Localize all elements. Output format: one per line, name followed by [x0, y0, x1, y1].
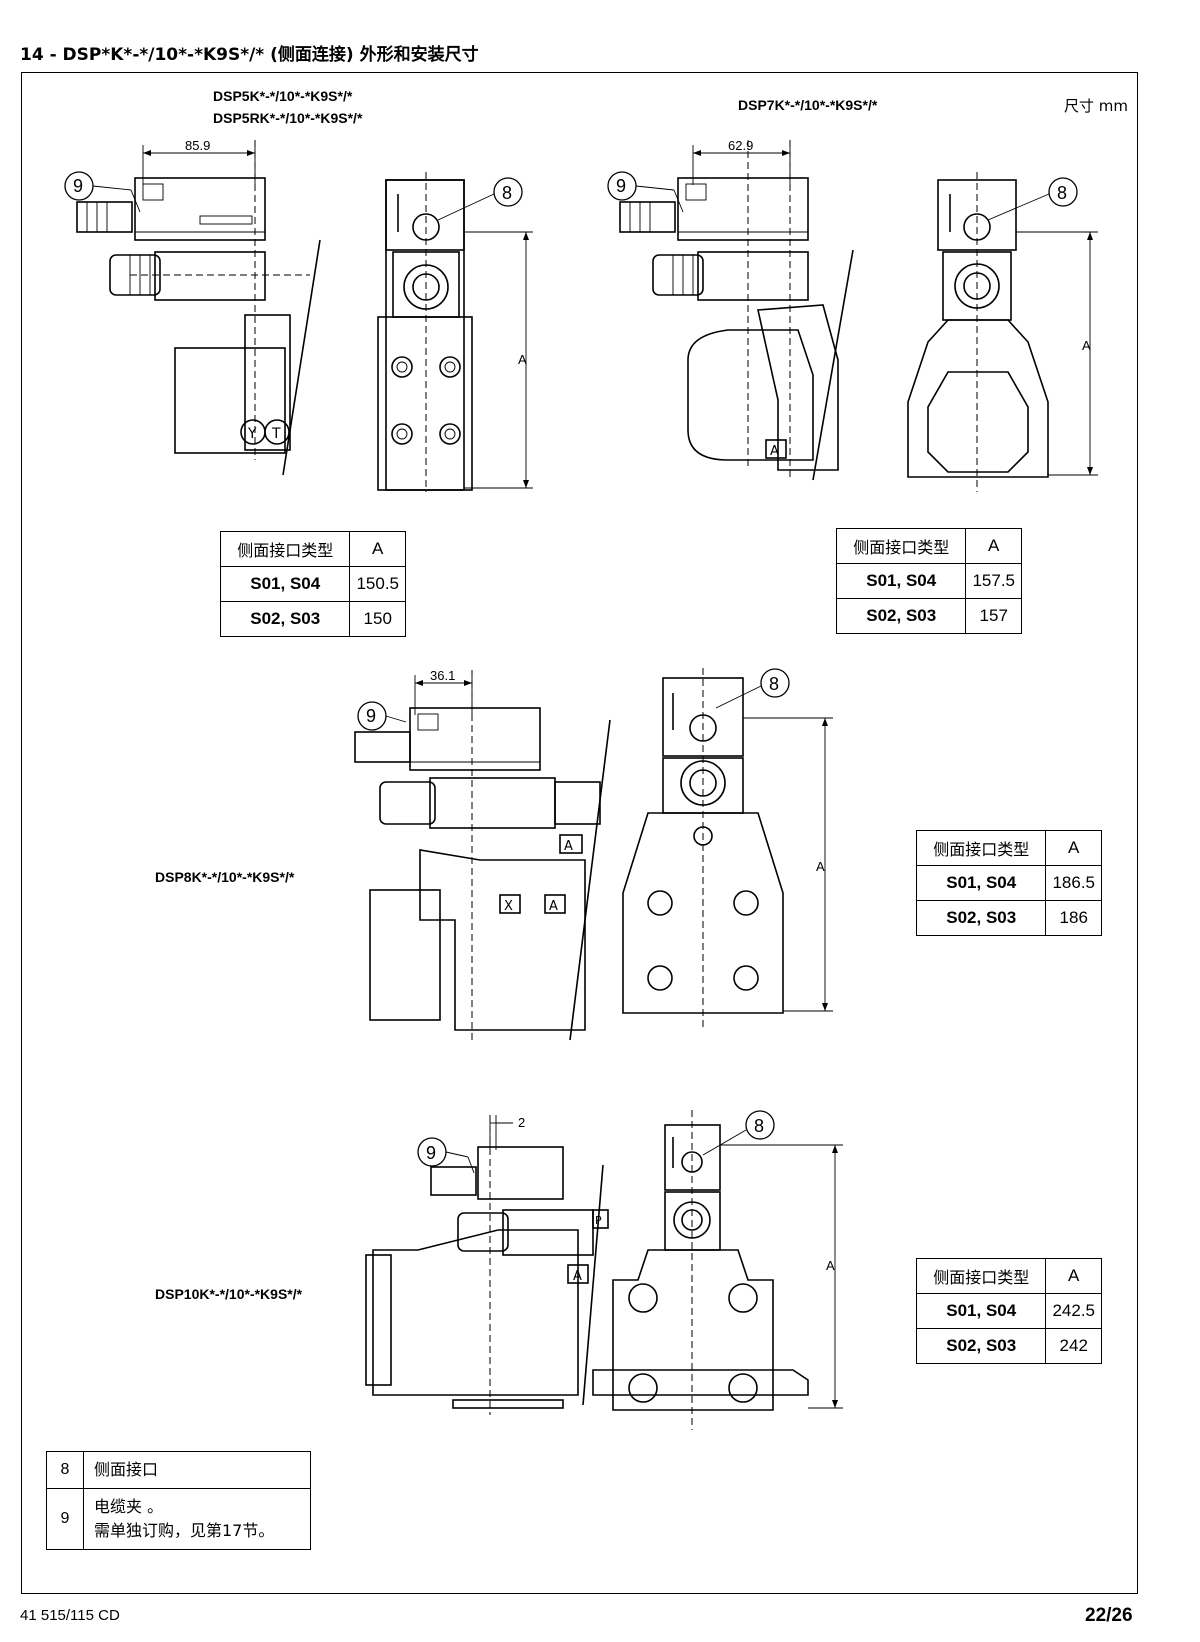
callout-8-dsp8: 8 — [769, 674, 779, 694]
table-header-a: A — [965, 528, 1022, 564]
callout-9-dsp5: 9 — [73, 176, 83, 196]
dim-a-dsp10: A — [826, 1258, 835, 1273]
callout-9-dsp7: 9 — [616, 176, 626, 196]
dsp10-front-view-drawing: 8 A — [592, 1110, 843, 1430]
table-cell-a: 150 — [349, 601, 406, 637]
table-header-a: A — [1045, 830, 1102, 866]
callout-8-dsp5: 8 — [502, 183, 512, 203]
callout-9-dsp10: 9 — [426, 1143, 436, 1163]
port-x-letter-dsp8: X — [504, 899, 513, 914]
port-a-letter-dsp8-top: A — [564, 839, 573, 854]
model-label-dsp7: DSP7K*-*/10*-*K9S*/* — [738, 97, 878, 113]
table-cell-type: S02, S03 — [915, 900, 1047, 936]
dim-dsp10-text: 2 — [518, 1115, 525, 1130]
legend-text: 电缆夹 。 需单独订购，见第17节。 — [83, 1488, 311, 1550]
model-label-dsp8: DSP8K*-*/10*-*K9S*/* — [155, 869, 295, 885]
table-header-a: A — [349, 531, 406, 567]
table-cell-a: 150.5 — [349, 566, 406, 602]
callout-9-dsp8: 9 — [366, 706, 376, 726]
table-cell-a: 242.5 — [1045, 1293, 1102, 1329]
table-cell-type: S01, S04 — [915, 1293, 1047, 1329]
dim-a-dsp5: A — [518, 352, 527, 367]
footer-doc-code: 41 515/115 CD — [20, 1607, 120, 1624]
table-cell-a: 157 — [965, 598, 1022, 634]
legend-line: 需单独订购，见第17节。 — [94, 1521, 275, 1540]
table-cell-a: 242 — [1045, 1328, 1102, 1364]
drawing-frame — [21, 72, 1138, 1594]
unit-label: 尺寸 mm — [1064, 97, 1128, 115]
legend-num: 9 — [46, 1488, 84, 1550]
dsp5-front-view-drawing: 8 A — [377, 172, 533, 492]
dim-dsp8-text: 36.1 — [430, 668, 455, 683]
table-cell-a: 186.5 — [1045, 865, 1102, 901]
port-y-letter: Y — [247, 426, 257, 442]
model-label-dsp10: DSP10K*-*/10*-*K9S*/* — [155, 1286, 303, 1302]
model-label-dsp5r: DSP5RK*-*/10*-*K9S*/* — [213, 110, 363, 126]
model-label-dsp5: DSP5K*-*/10*-*K9S*/* — [213, 88, 353, 104]
callout-8-dsp10: 8 — [754, 1116, 764, 1136]
table-cell-type: S02, S03 — [219, 601, 351, 637]
legend-text: 侧面接口 — [83, 1451, 311, 1489]
dsp7-side-view-drawing: 62.9 9 A — [607, 138, 854, 481]
dsp10-side-view-drawing: 2 9 A P — [365, 1115, 609, 1415]
dsp5-side-view-drawing: 85.9 9 Y T — [64, 138, 321, 476]
port-t-letter: T — [271, 426, 281, 442]
table-header-type: 侧面接口类型 — [835, 528, 967, 564]
port-a-letter-dsp8-bottom: A — [549, 899, 558, 914]
dim-dsp7-text: 62.9 — [728, 138, 753, 153]
table-cell-type: S01, S04 — [835, 563, 967, 599]
page-title: 14 - DSP*K*-*/10*-*K9S*/* (侧面连接) 外形和安装尺寸 — [20, 45, 479, 65]
port-a-letter-dsp7: A — [770, 444, 779, 459]
table-cell-type: S01, S04 — [219, 566, 351, 602]
table-header-a: A — [1045, 1258, 1102, 1294]
table-cell-a: 186 — [1045, 900, 1102, 936]
table-header-type: 侧面接口类型 — [219, 531, 351, 567]
legend-table: 8 侧面接口 9 电缆夹 。 需单独订购，见第17节。 — [46, 1451, 311, 1550]
footer-page-number: 22/26 — [1085, 1605, 1133, 1626]
dim-a-dsp7: A — [1082, 338, 1091, 353]
table-cell-type: S02, S03 — [835, 598, 967, 634]
callout-8-dsp7: 8 — [1057, 183, 1067, 203]
dsp8-side-view-drawing: 36.1 9 A X A — [354, 668, 611, 1041]
legend-line: 电缆夹 。 — [94, 1497, 164, 1516]
legend-num: 8 — [46, 1451, 84, 1489]
dsp7-front-view-drawing: 8 A — [907, 172, 1098, 492]
table-header-type: 侧面接口类型 — [915, 1258, 1047, 1294]
table-cell-a: 157.5 — [965, 563, 1022, 599]
dim-dsp5-text: 85.9 — [185, 138, 210, 153]
table-cell-type: S01, S04 — [915, 865, 1047, 901]
table-header-type: 侧面接口类型 — [915, 830, 1047, 866]
dsp8-front-view-drawing: 8 A — [622, 668, 833, 1028]
table-cell-type: S02, S03 — [915, 1328, 1047, 1364]
dim-a-dsp8: A — [816, 859, 825, 874]
